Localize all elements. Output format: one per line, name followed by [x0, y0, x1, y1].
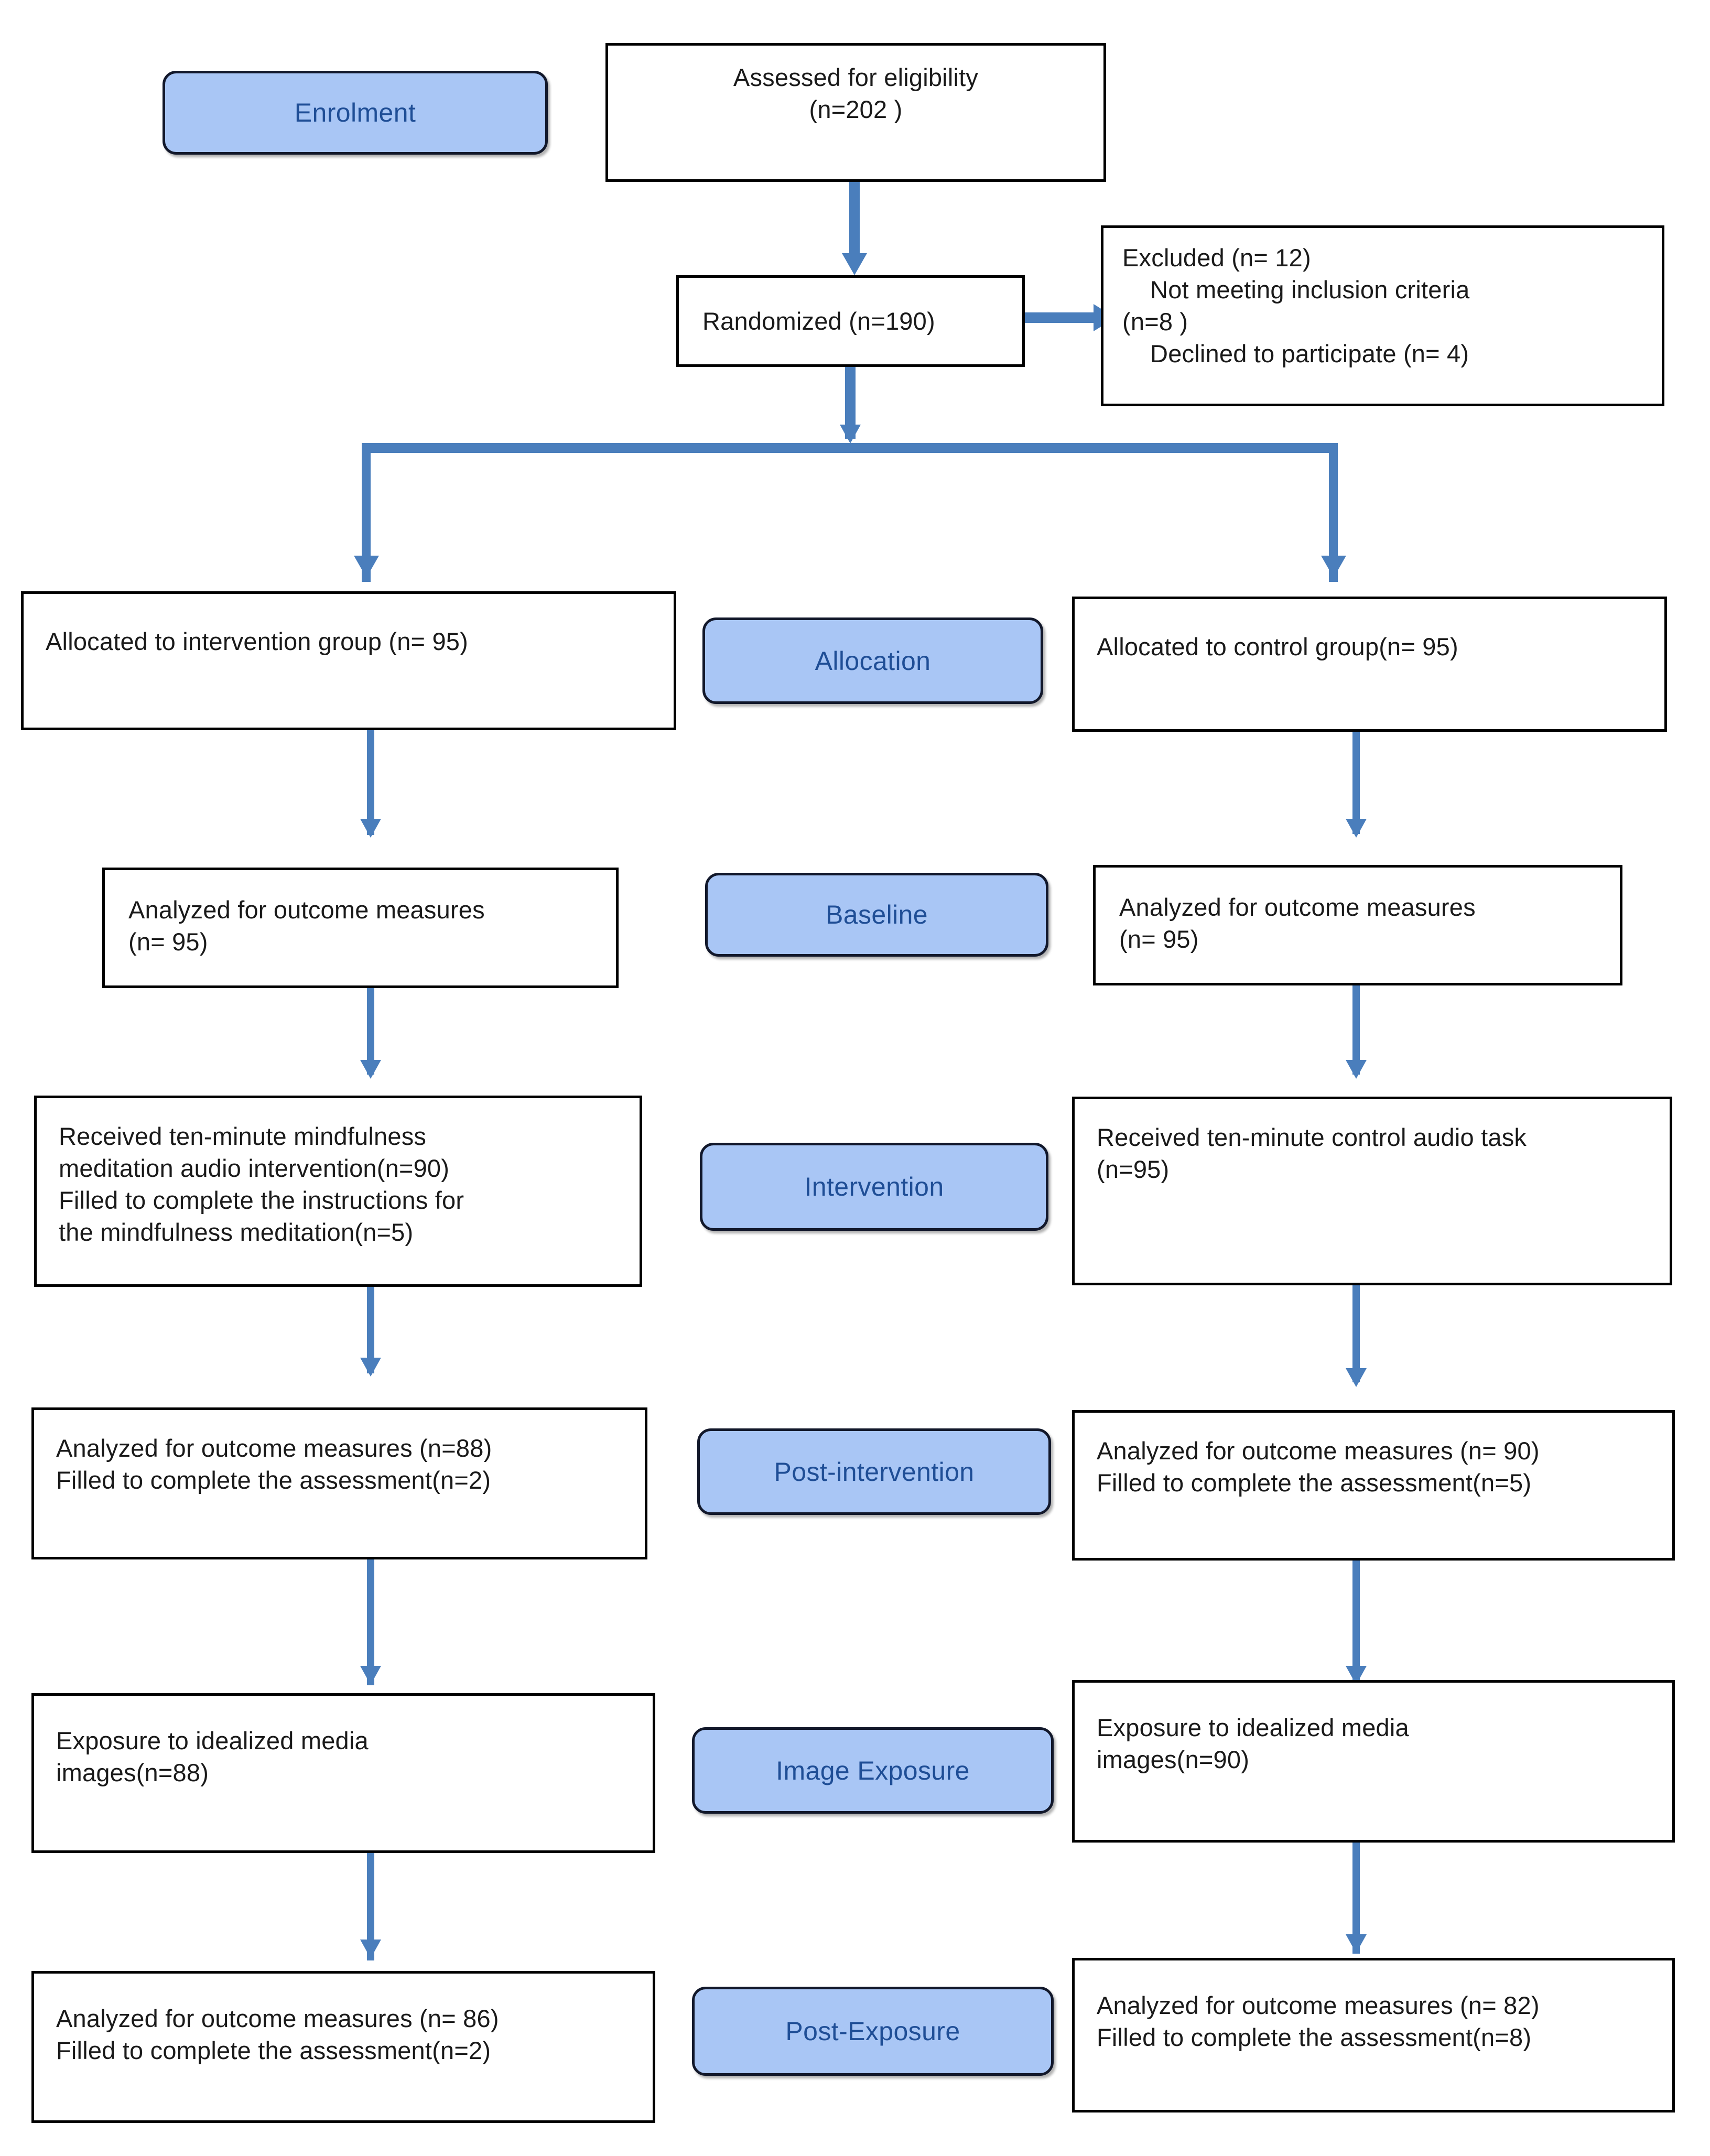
node-image-exposure-right: Exposure to idealized media images(n=90)	[1072, 1680, 1675, 1843]
connector-post-right-to-exposure	[1352, 1561, 1360, 1684]
connector-intervention-left-to-post	[367, 1287, 374, 1373]
connector-randomized-down	[845, 367, 856, 439]
node-allocated-control-text: Allocated to control group(n= 95)	[1097, 633, 1458, 660]
arrowhead-split-right	[1321, 556, 1346, 578]
connector-alloc-intervention-to-baseline	[367, 730, 374, 835]
node-post-intervention-left: Analyzed for outcome measures (n=88) Fil…	[31, 1407, 647, 1559]
node-baseline-intervention-text: Analyzed for outcome measures (n= 95)	[128, 896, 485, 956]
connector-split-right-down	[1329, 443, 1338, 582]
arrowhead-baseline-intervention-to-intervention	[360, 1060, 381, 1079]
node-post-exposure-right-text: Analyzed for outcome measures (n= 82) Fi…	[1097, 1991, 1540, 2052]
node-intervention-group: Received ten-minute mindfulness meditati…	[34, 1096, 642, 1287]
node-post-intervention-right-text: Analyzed for outcome measures (n= 90) Fi…	[1097, 1437, 1540, 1497]
connector-exposure-left-to-post-exposure	[367, 1853, 374, 1960]
arrowhead-split-left	[354, 556, 379, 578]
stage-label-allocation-text: Allocation	[815, 646, 931, 676]
node-randomized-text: Randomized (n=190)	[702, 307, 935, 335]
stage-label-enrolment: Enrolment	[163, 71, 548, 155]
node-baseline-control-text: Analyzed for outcome measures (n= 95)	[1119, 893, 1476, 954]
connector-baseline-intervention-to-intervention	[367, 988, 374, 1075]
node-image-exposure-left: Exposure to idealized media images(n=88)	[31, 1693, 655, 1853]
node-assessed-for-eligibility: Assessed for eligibility (n=202 )	[605, 43, 1106, 182]
arrowhead-alloc-intervention-to-baseline	[360, 819, 381, 838]
node-intervention-group-text: Received ten-minute mindfulness meditati…	[59, 1122, 464, 1247]
stage-label-image-exposure-text: Image Exposure	[776, 1756, 970, 1785]
arrowhead-alloc-control-to-baseline	[1346, 819, 1367, 838]
node-image-exposure-right-text: Exposure to idealized media images(n=90)	[1097, 1714, 1409, 1774]
arrowhead-post-left-to-exposure	[360, 1666, 381, 1685]
arrowhead-intervention-right-to-post	[1346, 1368, 1367, 1387]
arrowhead-randomized-down	[840, 425, 861, 443]
arrowhead-exposure-right-to-post-exposure	[1346, 1934, 1367, 1953]
connector-baseline-control-to-intervention	[1352, 985, 1360, 1075]
node-allocated-intervention: Allocated to intervention group (n= 95)	[21, 591, 676, 730]
stage-label-image-exposure: Image Exposure	[692, 1727, 1054, 1814]
node-baseline-control: Analyzed for outcome measures (n= 95)	[1093, 865, 1622, 985]
node-post-intervention-left-text: Analyzed for outcome measures (n=88) Fil…	[56, 1434, 492, 1494]
arrowhead-assessed-to-randomized	[842, 253, 867, 275]
stage-label-allocation: Allocation	[702, 617, 1043, 704]
stage-label-intervention-text: Intervention	[804, 1172, 944, 1201]
node-post-exposure-left-text: Analyzed for outcome measures (n= 86) Fi…	[56, 2005, 499, 2065]
stage-label-intervention: Intervention	[700, 1143, 1048, 1231]
node-post-exposure-right: Analyzed for outcome measures (n= 82) Fi…	[1072, 1958, 1675, 2112]
node-control-audio-task-text: Received ten-minute control audio task (…	[1097, 1123, 1527, 1184]
node-image-exposure-left-text: Exposure to idealized media images(n=88)	[56, 1727, 369, 1787]
node-excluded: Excluded (n= 12) Not meeting inclusion c…	[1101, 225, 1664, 406]
connector-intervention-right-to-post	[1352, 1285, 1360, 1382]
arrowhead-exposure-left-to-post-exposure	[360, 1940, 381, 1958]
node-baseline-intervention: Analyzed for outcome measures (n= 95)	[102, 868, 619, 988]
node-allocated-control: Allocated to control group(n= 95)	[1072, 597, 1667, 732]
stage-label-post-intervention: Post-intervention	[697, 1428, 1051, 1515]
connector-split-left-down	[362, 443, 371, 582]
stage-label-post-exposure-text: Post-Exposure	[785, 2017, 960, 2046]
stage-label-baseline-text: Baseline	[826, 900, 928, 929]
stage-label-baseline: Baseline	[705, 873, 1048, 957]
node-excluded-text: Excluded (n= 12) Not meeting inclusion c…	[1122, 244, 1470, 368]
stage-label-enrolment-text: Enrolment	[294, 98, 416, 127]
connector-post-left-to-exposure	[367, 1559, 374, 1685]
connector-exposure-right-to-post-exposure	[1352, 1841, 1360, 1954]
node-assessed-for-eligibility-text: Assessed for eligibility (n=202 )	[733, 63, 979, 124]
node-allocated-intervention-text: Allocated to intervention group (n= 95)	[46, 627, 468, 655]
stage-label-post-intervention-text: Post-intervention	[774, 1457, 975, 1487]
arrowhead-baseline-control-to-intervention	[1346, 1060, 1367, 1079]
node-post-exposure-left: Analyzed for outcome measures (n= 86) Fi…	[31, 1971, 655, 2123]
node-randomized: Randomized (n=190)	[676, 275, 1025, 367]
connector-split-horizontal	[362, 443, 1338, 453]
stage-label-post-exposure: Post-Exposure	[692, 1987, 1054, 2076]
node-post-intervention-right: Analyzed for outcome measures (n= 90) Fi…	[1072, 1410, 1675, 1561]
connector-assessed-to-randomized	[849, 182, 860, 261]
arrowhead-intervention-left-to-post	[360, 1358, 381, 1377]
connector-alloc-control-to-baseline	[1352, 732, 1360, 834]
node-control-audio-task: Received ten-minute control audio task (…	[1072, 1097, 1672, 1285]
